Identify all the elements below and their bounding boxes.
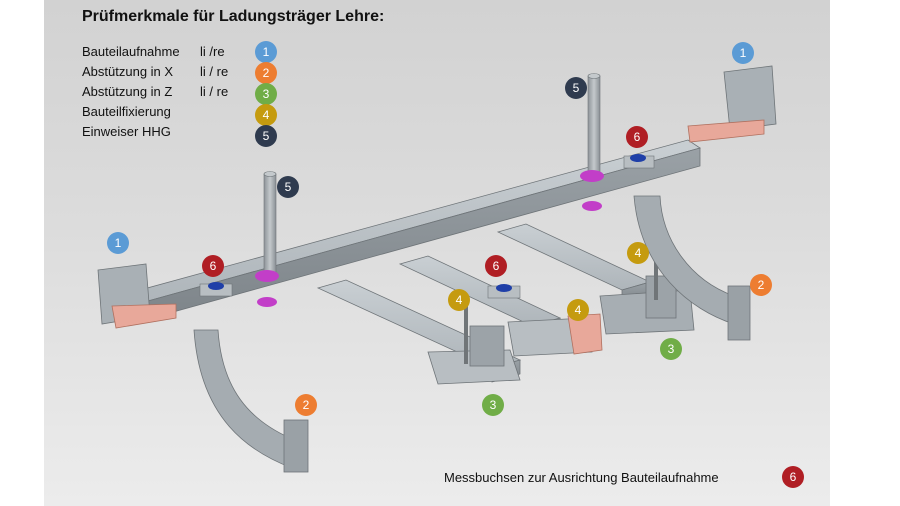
footnote-text: Messbuchsen zur Ausrichtung Bauteilaufna… — [444, 470, 719, 485]
legend-badge: 1 — [255, 41, 277, 63]
component-holders — [97, 65, 777, 329]
supports — [193, 195, 751, 473]
legend-item-einweiser: Einweiser HHG — [82, 122, 200, 142]
footnote-badge: 6 — [782, 466, 804, 488]
callout-badge: 5 — [565, 77, 587, 99]
callout-badge: 6 — [485, 255, 507, 277]
callout-badge: 3 — [660, 338, 682, 360]
callout-badge: 4 — [567, 299, 589, 321]
legend-side: li / re — [200, 84, 229, 99]
diagram-panel — [44, 0, 830, 506]
measuring-bushings — [199, 154, 655, 299]
legend-label: Abstützung in X — [82, 64, 174, 79]
legend-label: Bauteilfixierung — [82, 104, 171, 119]
callout-badge: 6 — [202, 255, 224, 277]
fixation-blocks — [427, 260, 677, 385]
legend-label: Einweiser HHG — [82, 124, 171, 139]
callout-badge: 5 — [277, 176, 299, 198]
legend-side: li / re — [200, 64, 229, 79]
callout-badge: 4 — [448, 289, 470, 311]
diagram-title: Prüfmerkmale für Ladungsträger Lehre: — [82, 8, 385, 25]
legend-item-bauteilfixierung: Bauteilfixierung — [82, 102, 200, 122]
legend-side: li /re — [200, 44, 225, 59]
callout-badge: 3 — [482, 394, 504, 416]
legend-label: Bauteilaufnahme — [82, 44, 180, 59]
legend-item-bauteilaufnahme: Bauteilaufnahme li /re — [82, 42, 225, 62]
callout-badge: 2 — [750, 274, 772, 296]
legend-item-abstuetzung-x: Abstützung in X li / re — [82, 62, 228, 82]
guide-posts — [255, 73, 604, 307]
callout-badge: 2 — [295, 394, 317, 416]
legend-badge: 2 — [255, 62, 277, 84]
callout-badge: 1 — [107, 232, 129, 254]
legend-badge: 4 — [255, 104, 277, 126]
legend-item-abstuetzung-z: Abstützung in Z li / re — [82, 82, 228, 102]
callout-badge: 6 — [626, 126, 648, 148]
legend-badge: 5 — [255, 125, 277, 147]
callout-badge: 1 — [732, 42, 754, 64]
legend-label: Abstützung in Z — [82, 84, 173, 99]
legend-badge: 3 — [255, 83, 277, 105]
callout-badge: 4 — [627, 242, 649, 264]
